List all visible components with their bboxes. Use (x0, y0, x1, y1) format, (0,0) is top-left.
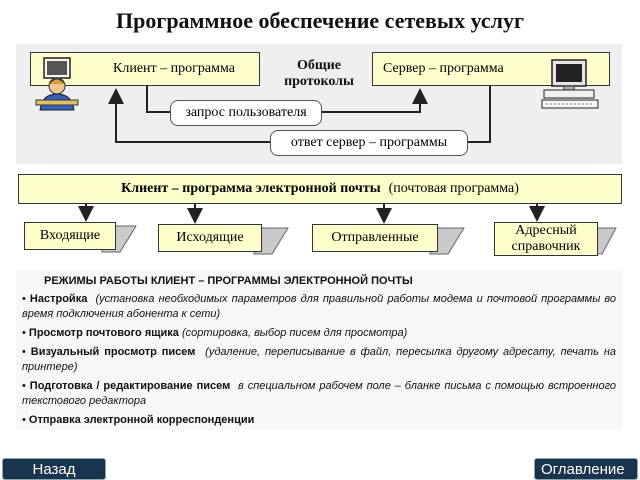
common-protocols-label: Общие протоколы (284, 58, 354, 89)
contents-button[interactable]: Оглавление (534, 458, 638, 480)
request-path-line (146, 86, 170, 113)
mode-item: • Настройка (установка необходимых парам… (22, 293, 616, 320)
server-program-label: Сервер – программа (383, 61, 504, 76)
mode-item: • Визуальный просмотр писем (удаление, п… (22, 346, 616, 373)
page-title: Программное обеспечение сетевых услуг (115, 8, 525, 33)
mode-item: • Отправка электронной корреспонденции (22, 414, 255, 426)
mail-client-header: Клиент – программа электронной почты (по… (18, 174, 622, 204)
folder-sent-label: Отправленные (312, 224, 438, 252)
back-button[interactable]: Назад (2, 458, 106, 480)
modes-list: РЕЖИМЫ РАБОТЫ КЛИЕНТ – ПРОГРАММЫ ЭЛЕКТРО… (22, 274, 616, 432)
client-program-label: Клиент – программа (113, 61, 235, 76)
server-response-label: ответ сервер – программы (270, 130, 468, 156)
server-computer-icon (541, 59, 599, 109)
mail-client-header-bold: Клиент – программа электронной почты (121, 181, 381, 196)
folder-outbox-label: Исходящие (158, 224, 262, 252)
modes-panel (16, 270, 622, 430)
request-to-server-line (322, 88, 428, 113)
user-at-computer-icon (35, 57, 79, 111)
user-request-label: запрос пользователя (170, 100, 322, 126)
response-to-client-line (108, 88, 270, 143)
modes-heading: РЕЖИМЫ РАБОТЫ КЛИЕНТ – ПРОГРАММЫ ЭЛЕКТРО… (44, 275, 413, 287)
mode-item: • Подготовка / редактирование писем в сп… (22, 380, 616, 407)
mode-item: • Просмотр почтового ящика (сортировка, … (22, 327, 408, 339)
response-path-line (468, 86, 491, 143)
folder-inbox-label: Входящие (24, 222, 116, 250)
mail-client-header-note: (почтовая программа) (388, 181, 519, 196)
folder-address-book-label: Адресный справочник (494, 222, 598, 256)
